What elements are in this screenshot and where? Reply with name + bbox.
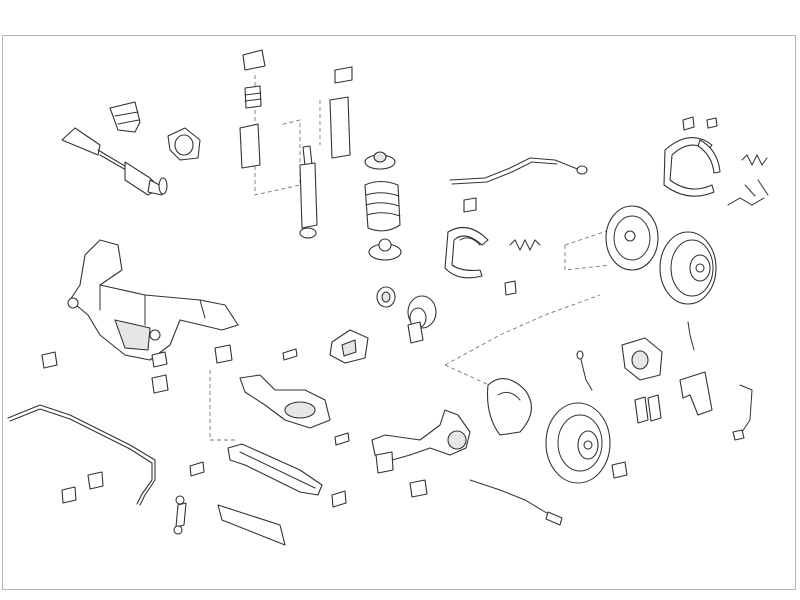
bump-stop xyxy=(244,85,262,109)
subframe xyxy=(67,239,239,361)
trailing-link xyxy=(227,443,323,496)
brake-springs xyxy=(463,116,769,296)
coil-spring-seat xyxy=(364,151,396,170)
brake-hose xyxy=(449,157,588,185)
parking-brake-shoes xyxy=(444,226,489,279)
brake-shoe-set xyxy=(663,137,721,197)
top-mount xyxy=(242,49,353,84)
wheel-bearing xyxy=(376,286,396,308)
abs-sensor xyxy=(576,350,593,391)
caliper-bracket xyxy=(679,371,713,416)
brake-pads xyxy=(634,394,662,424)
coil-spring xyxy=(364,180,401,232)
cv-boot-right xyxy=(167,127,201,161)
dust-shield xyxy=(486,378,532,436)
dust-cover xyxy=(239,96,351,169)
spring-pad xyxy=(368,238,402,261)
drive-shaft xyxy=(61,127,168,196)
brake-drum xyxy=(659,231,717,305)
shock-absorber-left xyxy=(299,145,318,239)
engine-mount xyxy=(329,329,369,364)
brake-caliper xyxy=(621,337,663,381)
cv-boot-left xyxy=(109,101,141,133)
wear-sensor xyxy=(687,321,753,441)
stabilizer-link xyxy=(173,495,286,546)
control-arm xyxy=(239,374,331,429)
diagram-frame xyxy=(2,35,796,590)
bushings xyxy=(41,344,628,508)
wheel-carrier xyxy=(371,409,471,474)
brake-cable xyxy=(469,479,563,526)
wheel-hub xyxy=(407,295,437,344)
brake-disc xyxy=(545,402,611,484)
stabilizer-bar xyxy=(7,404,156,506)
brake-backing-plate xyxy=(605,205,659,271)
